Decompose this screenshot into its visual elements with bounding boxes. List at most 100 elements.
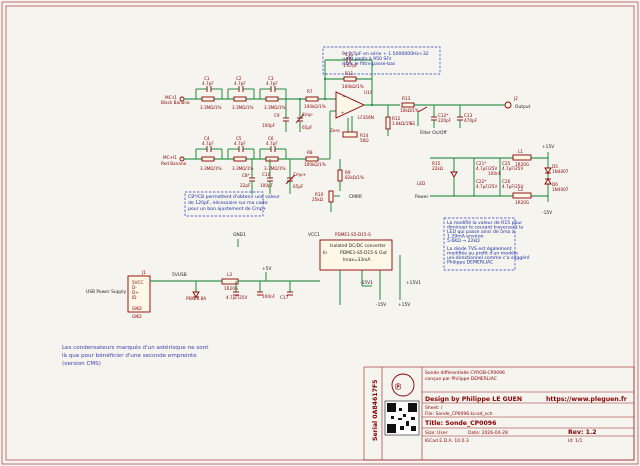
svg-text:modifiée au profit d'un modèle: modifiée au profit d'un modèle bbox=[447, 250, 518, 257]
svg-text:Size: User: Size: User bbox=[425, 430, 448, 436]
svg-text:Id: 1/1: Id: 1/1 bbox=[568, 438, 583, 444]
svg-text:Zero: Zero bbox=[330, 128, 340, 133]
svg-text:4.7pF: 4.7pF bbox=[202, 81, 214, 86]
svg-text:J1: J1 bbox=[141, 270, 146, 275]
svg-text:3.3MΩ/1%: 3.3MΩ/1% bbox=[200, 166, 222, 171]
svg-text:Out: Out bbox=[379, 250, 387, 256]
svg-text:D-: D- bbox=[132, 285, 137, 290]
svg-text:25kΩ: 25kΩ bbox=[312, 197, 324, 202]
svg-text:−: − bbox=[342, 94, 346, 99]
svg-text:C6: C6 bbox=[268, 136, 274, 141]
svg-text:R13: R13 bbox=[402, 96, 411, 101]
svg-text:4.7µF/25V: 4.7µF/25V bbox=[226, 295, 247, 300]
svg-text:Date: 2026-04-28: Date: 2026-04-28 bbox=[468, 430, 508, 436]
right-power-filter: L1 1R20G L2 1R20G D5 1N4007 D6 1N4007 +1… bbox=[415, 144, 569, 216]
svg-text:PDME1-S5-D15-S: PDME1-S5-D15-S bbox=[340, 250, 378, 256]
neg-input-label: MC-I1 bbox=[165, 95, 177, 100]
svg-text:5VUSB: 5VUSB bbox=[172, 272, 187, 278]
svg-text:R9: R9 bbox=[345, 170, 351, 175]
svg-text:dans le filtre passe-bas: dans le filtre passe-bas bbox=[342, 61, 396, 67]
svg-text:C13: C13 bbox=[464, 113, 473, 118]
svg-text:File: Sonde_CP0096.kicad_sch: File: Sonde_CP0096.kicad_sch bbox=[425, 411, 493, 417]
svg-text:22kΩ: 22kΩ bbox=[432, 166, 444, 171]
svg-text:Title: Sonde_CP0096: Title: Sonde_CP0096 bbox=[425, 420, 496, 427]
svg-text:https://www.pleguen.fr: https://www.pleguen.fr bbox=[546, 396, 628, 403]
svg-text:Philippe DEMERLIAC: Philippe DEMERLIAC bbox=[447, 260, 493, 266]
svg-text:C4: C4 bbox=[204, 136, 210, 141]
pos-input-sub: Red Banana bbox=[161, 161, 187, 166]
svg-text:(version CMS): (version CMS) bbox=[62, 361, 101, 367]
logo-icon bbox=[391, 373, 415, 397]
neg-input-connector[interactable] bbox=[179, 96, 185, 102]
svg-text:100kΩ/1%: 100kΩ/1% bbox=[304, 104, 326, 109]
svg-text:R11: R11 bbox=[345, 71, 354, 76]
svg-text:L3: L3 bbox=[227, 272, 232, 277]
output-connector[interactable] bbox=[504, 101, 512, 109]
svg-text:470pF: 470pF bbox=[464, 118, 478, 123]
svg-text:65pF: 65pF bbox=[293, 184, 304, 189]
svg-text:Ⓟ: Ⓟ bbox=[395, 383, 402, 391]
svg-text:82kΩ/1%: 82kΩ/1% bbox=[345, 175, 364, 180]
svg-text:C10: C10 bbox=[262, 172, 271, 177]
svg-text:1R20G: 1R20G bbox=[224, 286, 238, 291]
svg-text:5.6KΩ → 22kΩ: 5.6KΩ → 22kΩ bbox=[447, 238, 480, 244]
svg-text:R7: R7 bbox=[307, 89, 313, 94]
usb-connector-j1[interactable] bbox=[127, 275, 151, 313]
svg-text:4.7µF/25V: 4.7µF/25V bbox=[502, 166, 523, 171]
svg-text:C5: C5 bbox=[236, 136, 242, 141]
svg-text:pour un bon ajustement de Cmp+: pour un bon ajustement de Cmp+ bbox=[188, 206, 267, 212]
svg-text:4.7pF: 4.7pF bbox=[266, 81, 278, 86]
svg-text:D6: D6 bbox=[552, 182, 558, 187]
svg-text:C25: C25 bbox=[502, 161, 511, 166]
pos-input-connector[interactable] bbox=[179, 156, 185, 162]
svg-text:Cmp-: Cmp- bbox=[302, 112, 314, 117]
svg-text:Sonde différentielle CYROB-CP0: Sonde différentielle CYROB-CP0096 bbox=[425, 369, 505, 376]
svg-text:4.7µF/25V: 4.7µF/25V bbox=[476, 166, 497, 171]
svg-text:3.3MΩ/1%: 3.3MΩ/1% bbox=[200, 105, 222, 110]
svg-text:3.3MΩ/1%: 3.3MΩ/1% bbox=[264, 166, 286, 171]
svg-text:4.7µF/25V: 4.7µF/25V bbox=[502, 184, 523, 189]
note-r15: La modifié la valeur de R15 pour diminue… bbox=[443, 217, 530, 271]
svg-text:-15V: -15V bbox=[542, 210, 552, 216]
svg-text:+15V1: +15V1 bbox=[406, 280, 421, 286]
svg-text:1N4007: 1N4007 bbox=[552, 187, 569, 192]
svg-text:L1: L1 bbox=[518, 149, 523, 154]
dcdc-converter: PDME1-S5-D15-S Isolated DC/DC converter … bbox=[319, 232, 421, 308]
svg-text:là que pour bénéficier d'une s: là que pour bénéficier d'une seconde emp… bbox=[62, 352, 197, 359]
svg-text:1R20G: 1R20G bbox=[515, 162, 529, 167]
svg-text:C3: C3 bbox=[268, 76, 274, 81]
svg-text:C9: C9 bbox=[274, 113, 280, 118]
svg-text:uni-directionnel comme c'a sug: uni-directionnel comme c'a suggéré bbox=[447, 254, 530, 261]
svg-text:1.67pF: 1.67pF bbox=[343, 63, 358, 68]
svg-text:C8*/C8 permettent d'obtenir un: C8*/C8 permettent d'obtenir une valeur bbox=[188, 194, 280, 200]
svg-text:Imax=33mA: Imax=33mA bbox=[343, 257, 370, 263]
positive-input-chain: MC+I1 Red Banana C4 4.7pF 3.3MΩ/1% C5 4.… bbox=[161, 136, 326, 194]
svg-text:1N4007: 1N4007 bbox=[552, 169, 569, 174]
svg-text:4.7pF: 4.7pF bbox=[234, 141, 246, 146]
svg-text:conçue par Philippe DEMERLIAC: conçue par Philippe DEMERLIAC bbox=[425, 376, 497, 382]
svg-text:Design by Philippe LE GUEN: Design by Philippe LE GUEN bbox=[425, 396, 522, 403]
svg-text:3.3MΩ/1%: 3.3MΩ/1% bbox=[264, 105, 286, 110]
svg-text:USB Power Supply: USB Power Supply bbox=[86, 289, 126, 295]
svg-text:S1: S1 bbox=[410, 121, 416, 126]
svg-text:220pF: 220pF bbox=[438, 118, 452, 123]
svg-text:C21*: C21* bbox=[476, 161, 486, 166]
svg-text:L2: L2 bbox=[518, 187, 523, 192]
svg-text:VCC1: VCC1 bbox=[308, 232, 320, 238]
svg-text:Serial 0A84617F5: Serial 0A84617F5 bbox=[372, 380, 379, 441]
title-block: Serial 0A84617F5 Ⓟ Sonde différentielle … bbox=[363, 366, 635, 461]
svg-text:-15V: -15V bbox=[376, 302, 386, 308]
svg-text:100pF: 100pF bbox=[262, 123, 276, 128]
svg-text:Output: Output bbox=[515, 104, 531, 110]
svg-text:Les condensateurs marqués d'un: Les condensateurs marqués d'un astérisqu… bbox=[62, 344, 209, 351]
usb-power-supply: J1 USB Power Supply 5VCC D- D+ ID GND GN… bbox=[86, 232, 320, 319]
svg-text:3.3MΩ/1%: 3.3MΩ/1% bbox=[232, 105, 254, 110]
svg-text:C26: C26 bbox=[502, 179, 511, 184]
svg-text:3.3MΩ/1%: 3.3MΩ/1% bbox=[232, 166, 254, 171]
svg-text:+15V: +15V bbox=[398, 302, 410, 308]
svg-text:4.7pF: 4.7pF bbox=[202, 141, 214, 146]
svg-text:LF356N: LF356N bbox=[358, 115, 374, 120]
svg-text:C22*: C22* bbox=[476, 179, 486, 184]
svg-text:CMRR: CMRR bbox=[349, 194, 362, 200]
output-filter: R13 10kΩ/1% S1 Filter On/Off C12* 220pF … bbox=[400, 96, 531, 136]
